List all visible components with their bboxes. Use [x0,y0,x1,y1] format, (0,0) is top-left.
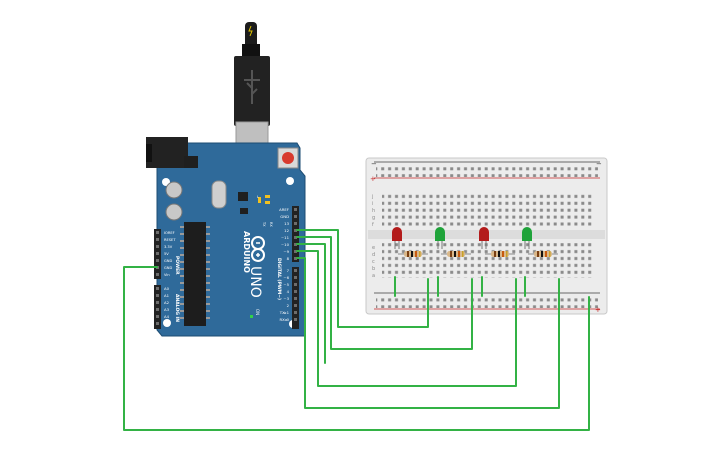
reset-button-cap[interactable] [282,152,294,164]
led-4[interactable] [522,227,532,249]
pin-label-gnd-2: GND [164,266,172,270]
crystal-oscillator [211,180,227,209]
resistor-3[interactable] [485,251,515,257]
pin-label-gnd-d: GND [280,214,289,219]
analog-header[interactable] [154,285,161,329]
power-header[interactable] [154,229,161,279]
led-body [479,227,489,241]
row-letter: f [372,222,374,228]
wire-pin11-led3 [296,243,326,364]
pin-label-11: ~11 [281,235,290,240]
pin-label-aref: AREF [279,207,289,212]
pin-label-5: ~5 [283,282,289,287]
usb-lightning-icon [248,25,253,37]
pin-label-8: 8 [287,256,290,261]
capacitor [165,181,183,199]
pin-label-ioref: IOREF [164,231,175,235]
pin-label-6: ~6 [283,275,289,280]
on-led-label: ON [255,309,260,315]
power-header-title: POWER [174,256,180,275]
bottom-power-rails [374,292,600,310]
pin-label-a2: A2 [164,300,170,305]
row-letter: i [372,201,373,207]
led-body [392,227,402,241]
pin-label-a1: A1 [164,293,170,298]
pin-label-gnd: GND [164,259,172,263]
bottom-terminal-strip [382,243,592,278]
pin-label-9: ~9 [283,249,289,254]
row-letter: a [372,273,375,279]
pin-label-13: 13 [284,221,289,226]
capacitor [165,203,183,221]
pin-label-vin: Vin [164,273,170,277]
led-body [435,227,445,241]
wires[interactable] [123,229,590,431]
pin-label-a4: A4 [164,314,170,319]
resistor-2[interactable] [441,251,471,257]
resistor-4[interactable] [528,251,558,257]
l-led-label: L [257,195,259,199]
pin-label-a5: A5 [164,321,170,326]
row-letter: d [372,252,375,258]
model-label: UNO [247,266,263,298]
rx-label: RX [269,222,273,227]
rail-plus-label: + [370,175,376,183]
top-terminal-strip [382,192,592,227]
row-letter: e [372,245,375,251]
pin-label-2: 2 [287,303,290,308]
row-letter: g [372,215,375,221]
digital-header-top[interactable] [292,206,299,262]
pin-label-3: ~3 [283,296,289,301]
wire-pin12-led2 [296,236,473,350]
tx-label: TX [262,221,266,227]
pin-label-0: RX◂0 [279,317,289,322]
rail-minus-label-right: − [596,160,602,168]
resistor-1[interactable] [398,251,428,257]
wire-pin13-led1 [296,229,429,328]
rail-minus-label: − [371,160,377,168]
top-power-rails [374,161,600,179]
brand-label: ARDUINO [242,231,251,273]
arduino-uno-board[interactable]: TX RX L ARDUINO UNO ON IOREF [146,22,306,337]
pin-label-12: 12 [284,228,289,233]
rail-plus-label-right: + [595,306,601,314]
wire-gnd-rail [123,266,590,431]
arduino-logo-icon [251,236,265,262]
pin-label-1: TX▸1 [279,310,290,315]
dc-power-jack[interactable] [146,137,188,168]
row-letter: c [372,259,375,265]
analog-header-title: ANALOG IN [174,294,180,322]
row-letter: h [372,208,375,214]
pin-label-a0: A0 [164,286,170,291]
pin-label-10: ~10 [281,242,290,247]
row-letter: j [371,194,373,200]
pin-label-a3: A3 [164,307,170,312]
digital-header-bottom[interactable] [292,267,299,329]
atmega-chip [184,222,206,326]
pin-label-4: 4 [287,289,290,294]
pin-label-reset: RESET [164,238,176,242]
breadboard-jumpers[interactable] [394,276,526,297]
digital-header-title: DIGITAL (PWM~) [276,258,282,300]
led-2[interactable] [435,227,445,249]
led-1[interactable] [392,227,402,249]
pin-label-7: 7 [287,268,290,273]
led-3[interactable] [479,227,489,249]
led-body [522,227,532,241]
wire-pin9-led4 [296,257,560,409]
row-letter: b [372,266,375,272]
usb-symbol-icon [244,70,260,104]
pin-label-5v: 5V [164,252,169,256]
pin-label-3v3: 3.3V [164,245,173,249]
wire-pin10-led3 [296,250,517,387]
